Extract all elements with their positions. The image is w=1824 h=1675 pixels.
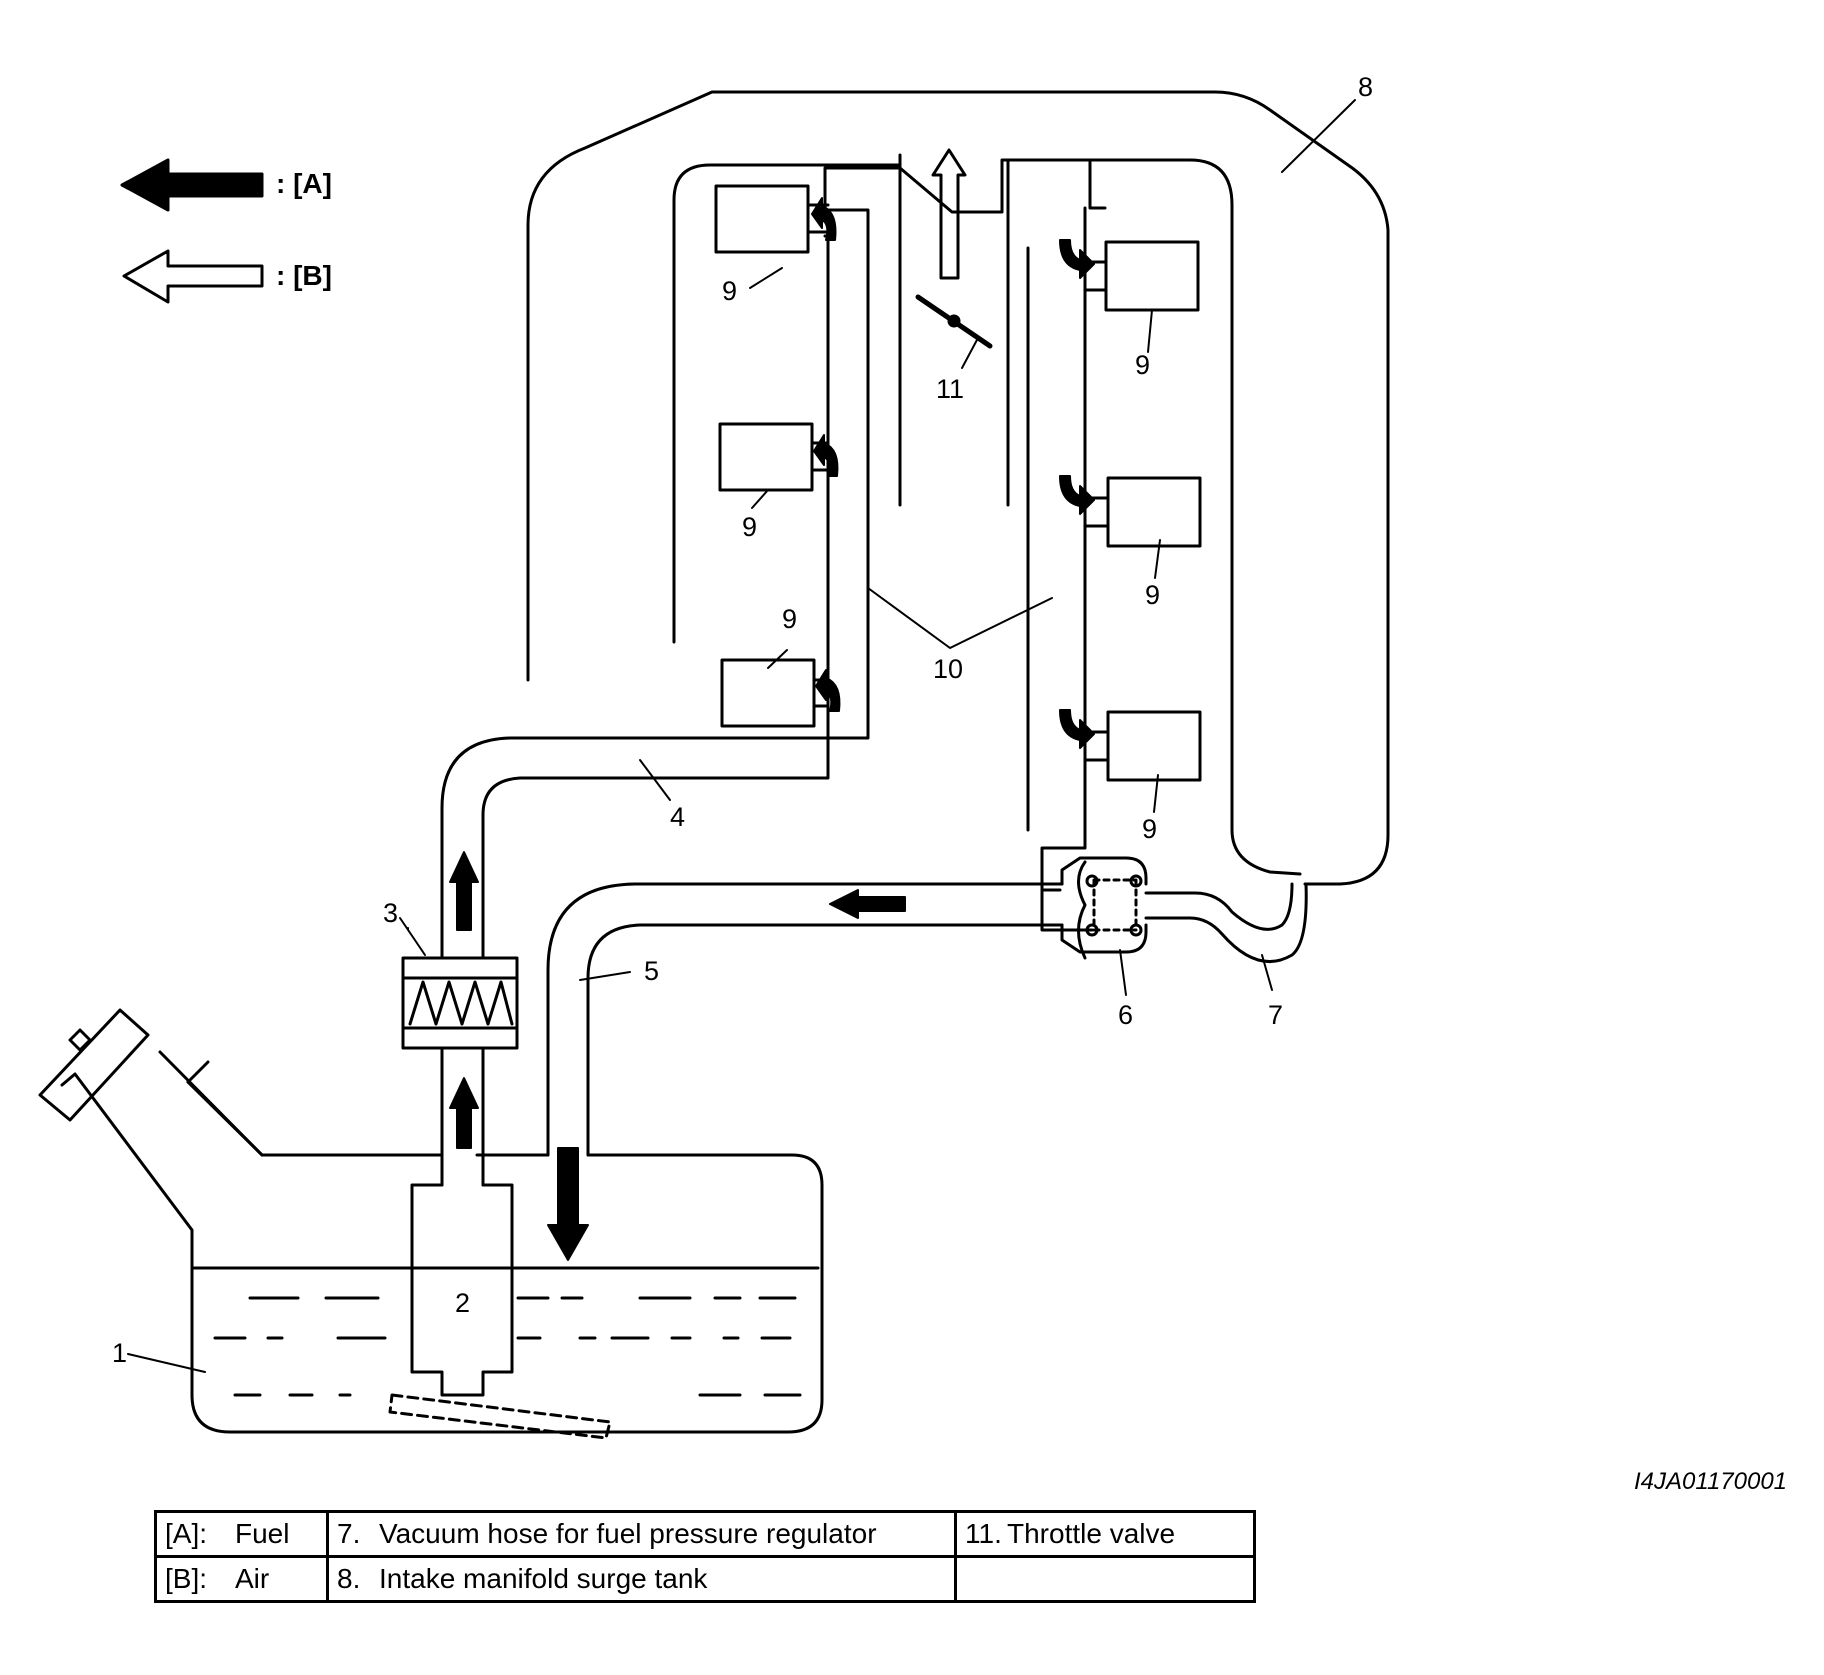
callout-7: 7 <box>1268 1000 1283 1030</box>
air-up-arrow-icon <box>931 148 967 280</box>
callout-3: 3 <box>383 898 398 928</box>
filter-element <box>408 980 514 1026</box>
key-number: 11. <box>965 1518 1002 1549</box>
callout-9-b: 9 <box>1135 350 1150 380</box>
pump-outlet-arrow-icon <box>449 1077 479 1149</box>
key-label: Fuel <box>235 1518 290 1549</box>
pressure-regulator <box>1060 856 1308 964</box>
pump-strainer <box>388 1393 612 1440</box>
inj-r2-arrow-icon <box>1059 475 1095 515</box>
air-arrow-icon <box>122 249 264 304</box>
figure-code: I4JA01170001 <box>1634 1468 1788 1495</box>
key-cell-right: 11.Throttle valve <box>954 1510 1256 1558</box>
key-code: [B]: <box>165 1563 208 1594</box>
injectors <box>714 184 1202 782</box>
injector-left-3 <box>720 658 816 728</box>
fuel-tank <box>38 1008 824 1434</box>
table-row: [A]: Fuel 7. Vacuum hose for fuel pressure… <box>154 1510 1256 1558</box>
key-label: Vacuum hose for fuel pressure regulator <box>379 1518 877 1549</box>
key-code: [A]: <box>165 1518 208 1549</box>
callout-11: 11 <box>936 374 964 404</box>
injector-right-1 <box>1104 240 1200 312</box>
key-label: Throttle valve <box>1007 1518 1176 1549</box>
return-down-arrow-icon <box>547 1147 589 1261</box>
callout-9-c: 9 <box>742 512 757 542</box>
table-row: [B]: Air 8. Intake manifold surge tank <box>154 1555 1256 1603</box>
inj-l2-arrow-icon <box>813 434 839 477</box>
key-cell-mid: 8. Intake manifold surge tank <box>326 1555 957 1603</box>
callout-9-d: 9 <box>782 604 797 634</box>
fuel-pump <box>388 1183 612 1440</box>
legend: : [A] : [B] <box>120 158 332 304</box>
inj-r1-arrow-icon <box>1059 239 1095 279</box>
key-label: Air <box>235 1563 270 1594</box>
fuel-filter <box>401 956 519 1050</box>
fuel-arrow-icon <box>120 158 264 212</box>
legend-air-label: : [B] <box>276 260 332 291</box>
key-cell-air-fuel: [B]: Air <box>154 1555 329 1603</box>
leader-lines <box>127 99 1356 1373</box>
legend-fuel-label: : [A] <box>276 168 332 199</box>
callout-4: 4 <box>670 802 685 832</box>
filter-outlet-arrow-icon <box>449 851 479 931</box>
callout-8: 8 <box>1358 72 1373 102</box>
fuel-liquid-dashes <box>213 1296 802 1397</box>
callout-2: 2 <box>455 1288 470 1318</box>
callout-10: 10 <box>933 654 963 684</box>
inj-l3-arrow-icon <box>815 669 841 712</box>
key-cell-air-fuel: [A]: Fuel <box>154 1510 329 1558</box>
fuel-return-line <box>546 882 1064 1157</box>
callout-6: 6 <box>1118 1000 1133 1030</box>
fuel-flow-arrows <box>449 197 1095 1261</box>
surge-tank <box>526 90 1390 886</box>
fuel-feed-line <box>401 158 1107 1187</box>
injector-right-3 <box>1106 710 1202 782</box>
vacuum-hose <box>1144 882 1308 964</box>
key-cell-right <box>954 1555 1256 1603</box>
throttle <box>915 148 993 349</box>
key-label: Intake manifold surge tank <box>379 1563 708 1594</box>
key-number: 7. <box>337 1518 361 1549</box>
callout-9-e: 9 <box>1145 580 1160 610</box>
injector-left-1 <box>714 184 810 254</box>
filler-cap <box>38 1008 150 1122</box>
inj-l1-arrow-icon <box>811 197 837 241</box>
injector-right-2 <box>1106 476 1202 548</box>
callouts: 1 2 3 4 5 6 7 8 9 9 9 9 9 9 10 11 <box>112 72 1373 1368</box>
inj-r3-arrow-icon <box>1059 709 1095 749</box>
key-number: 8. <box>337 1563 361 1594</box>
key-table: [A]: Fuel 7. Vacuum hose for fuel pressure… <box>154 1510 1256 1603</box>
callout-1: 1 <box>112 1338 127 1368</box>
injector-left-2 <box>718 422 814 492</box>
return-left-arrow-icon <box>829 889 906 919</box>
key-cell-mid: 7. Vacuum hose for fuel pressure regulato… <box>326 1510 957 1558</box>
callout-9-a: 9 <box>722 276 737 306</box>
callout-5: 5 <box>644 956 659 986</box>
filler-neck <box>158 1050 264 1157</box>
callout-9-f: 9 <box>1142 814 1157 844</box>
